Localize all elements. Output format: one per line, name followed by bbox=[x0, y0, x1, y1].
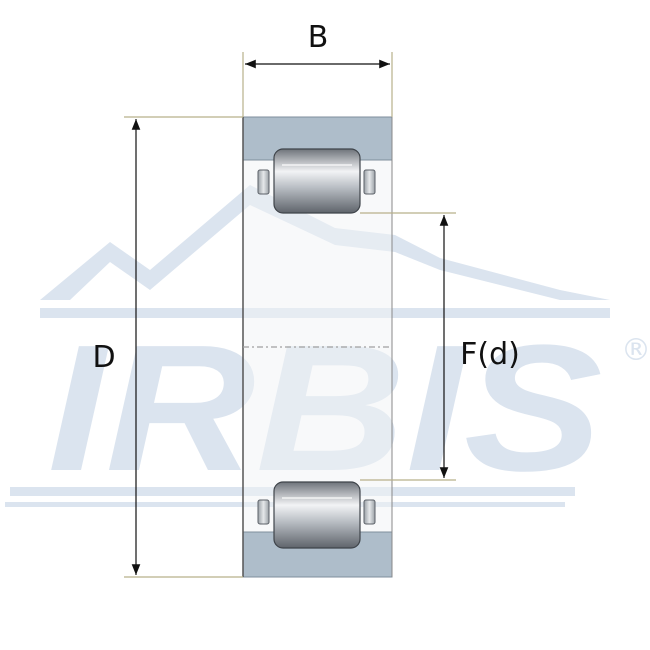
dimension-d-label: D bbox=[92, 340, 115, 375]
bottom-cage-right bbox=[363, 499, 376, 525]
watermark-registered-mark: ® bbox=[621, 333, 650, 368]
watermark-mountain-shape bbox=[40, 185, 610, 300]
bottom-roller-assembly bbox=[257, 481, 376, 549]
top-roller-assembly bbox=[257, 148, 376, 214]
dimension-d: D bbox=[92, 116, 243, 578]
top-cage-left bbox=[257, 169, 270, 195]
bearing-bore-area bbox=[243, 160, 392, 532]
dimension-b: B bbox=[242, 20, 393, 117]
bottom-cage-left bbox=[257, 499, 270, 525]
top-cage-right bbox=[363, 169, 376, 195]
bottom-roller bbox=[273, 481, 361, 549]
dimension-fd: F(d) bbox=[360, 212, 520, 481]
dimension-b-label: B bbox=[308, 20, 329, 55]
dimension-fd-label: F(d) bbox=[460, 337, 520, 372]
top-roller bbox=[273, 148, 361, 214]
bearing-cross-section bbox=[242, 116, 393, 578]
